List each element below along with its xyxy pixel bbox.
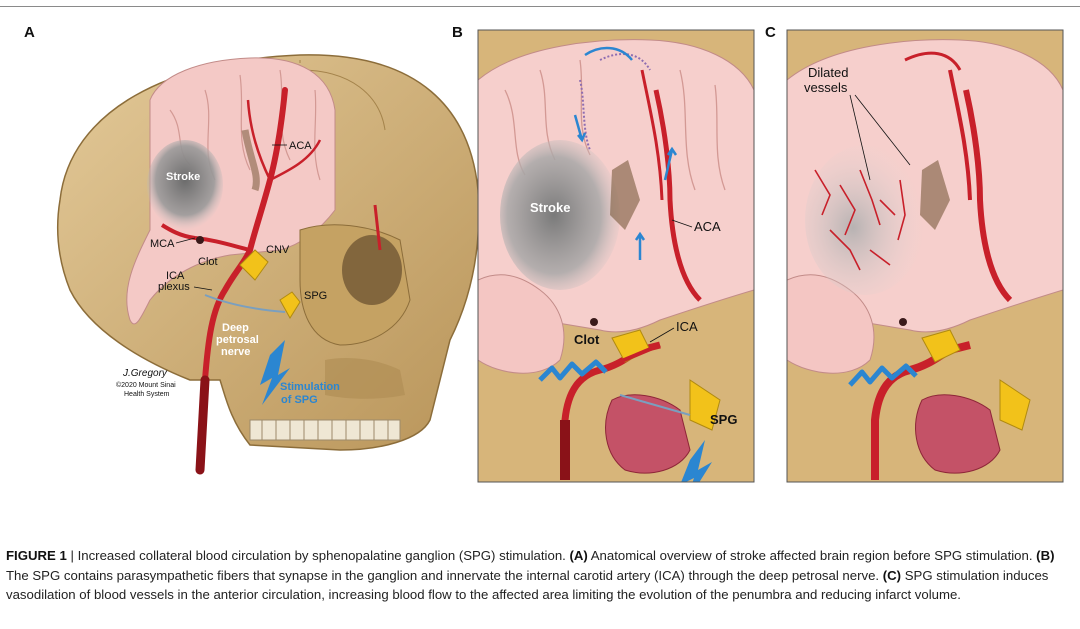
label-clot-a: Clot	[198, 256, 218, 268]
caption-text-c: SPG stimulation induces vasodilation of …	[6, 567, 1049, 603]
panel-a-arteries	[160, 87, 322, 475]
label-stroke-b: Stroke	[530, 200, 570, 215]
label-cnv-a: CNV	[266, 244, 290, 256]
illustrator-signature: J.Gregory	[122, 368, 168, 379]
panel-b-letter: B	[452, 24, 463, 41]
label-clot-b: Clot	[574, 332, 600, 347]
caption-tag-b: (B)	[1036, 548, 1055, 563]
panel-a-labels: ACA Stroke MCA Clot CNV ICA plexus SPG D…	[116, 140, 340, 406]
label-deep-a-1: Deep	[222, 322, 249, 334]
panel-c-letter: C	[765, 24, 776, 41]
figure-caption: FIGURE 1 | Increased collateral blood ci…	[6, 546, 1074, 605]
label-spg-b: SPG	[710, 412, 737, 427]
panel-c-frame	[786, 29, 1064, 483]
label-stroke-a: Stroke	[166, 171, 200, 183]
caption-figure-label: FIGURE 1	[6, 548, 67, 563]
caption-intro: Increased collateral blood circulation b…	[77, 548, 570, 563]
label-aca-b: ACA	[694, 219, 721, 234]
label-aca-a: ACA	[289, 140, 312, 152]
caption-separator: |	[66, 548, 78, 563]
figure-illustration: ACA Stroke MCA Clot CNV ICA plexus SPG D…	[56, 29, 1064, 483]
panel-a-nerves	[204, 249, 301, 405]
label-deep-a-3: nerve	[221, 346, 250, 358]
label-dilated-c-1: Dilated	[808, 65, 848, 80]
label-dilated-c-2: vessels	[804, 80, 848, 95]
caption-tag-c: (C)	[882, 567, 902, 583]
panel-a-letter: A	[24, 24, 35, 41]
panel-c-illustration	[787, 30, 1063, 482]
label-deep-a-2: petrosal	[216, 334, 259, 346]
label-spg-a: SPG	[304, 290, 327, 302]
copyright-line-2: Health System	[124, 391, 170, 398]
panel-b-frame	[477, 29, 755, 483]
label-mca-a: MCA	[150, 238, 175, 250]
label-stimulation-a-1: Stimulation	[280, 381, 340, 393]
caption-tag-a: (A)	[569, 548, 588, 563]
panel-b-illustration	[478, 30, 754, 482]
panel-b-labels: Stroke ACA ICA Clot SPG	[530, 200, 737, 427]
caption-text-a: Anatomical overview of stroke affected b…	[587, 548, 1037, 563]
label-ica-plexus-a-1: ICA	[166, 270, 185, 282]
label-ica-b: ICA	[676, 319, 698, 334]
panel-c-labels: Dilated vessels	[804, 65, 911, 181]
label-ica-plexus-a-2: plexus	[158, 281, 190, 293]
caption-text-b: The SPG contains parasympathetic fibers …	[6, 567, 883, 583]
copyright-line-1: ©2020 Mount Sinai	[116, 381, 176, 389]
top-rule	[0, 6, 1080, 7]
label-stimulation-a-2: of SPG	[281, 394, 318, 406]
panel-a-face	[249, 204, 411, 441]
